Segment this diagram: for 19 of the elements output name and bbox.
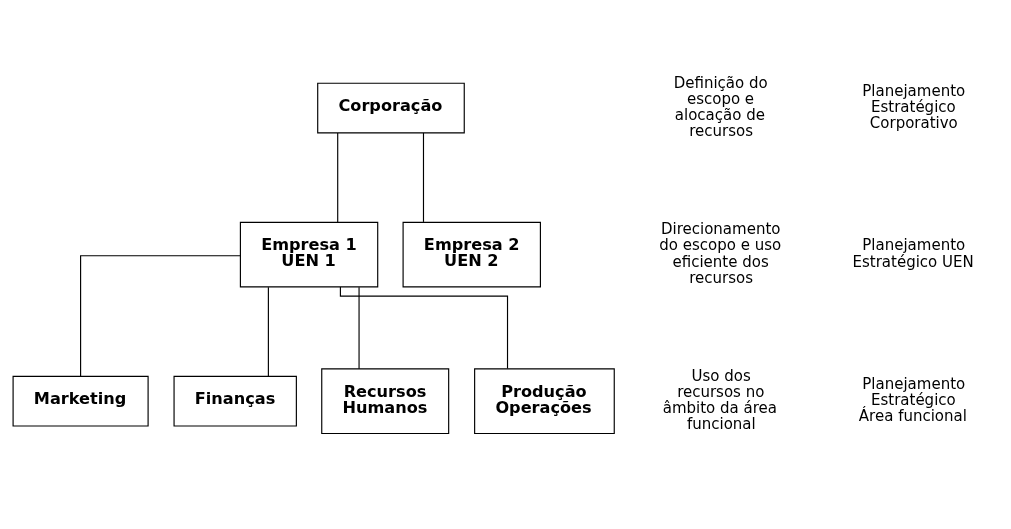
- node-box: Marketing: [12, 375, 149, 427]
- node-box: Corporação: [317, 82, 465, 133]
- label: Planejamento Estratégico Área funcional: [858, 374, 967, 425]
- connector: [337, 131, 339, 222]
- node-box: Empresa 2 UEN 2: [402, 221, 541, 287]
- connector: [422, 131, 425, 222]
- label: Direcionamento do escopo e uso eficiente dos recursos: [659, 219, 782, 287]
- connector: [358, 286, 360, 369]
- label: Uso dos recursos no âmbito da área funcional: [662, 366, 777, 433]
- label: Planejamento Estratégico Corporativo: [862, 81, 966, 132]
- connector: [339, 285, 509, 369]
- node-box: Produção Operações: [474, 367, 615, 434]
- node-box: Recursos Humanos: [321, 367, 450, 434]
- connector: [267, 286, 269, 377]
- node-box: Finanças: [173, 375, 297, 427]
- connector: [80, 254, 241, 377]
- label: Planejamento Estratégico UEN: [852, 235, 974, 271]
- node-box: Empresa 1 UEN 1: [239, 221, 379, 287]
- label: Definição do escopo e alocação de recursos: [673, 73, 768, 140]
